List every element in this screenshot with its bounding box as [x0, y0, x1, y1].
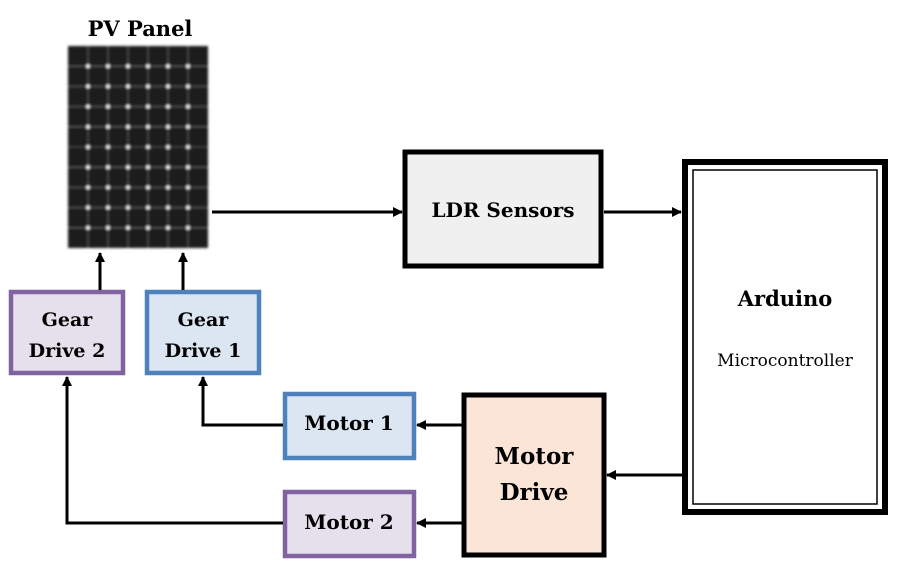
- arduino-title: Arduino: [737, 286, 833, 311]
- pv-cell-highlight: [166, 205, 170, 210]
- pv-cell-highlight: [166, 185, 170, 190]
- pv-cell-highlight: [86, 226, 90, 230]
- pv-cell-highlight: [186, 165, 190, 169]
- arduino-box-inner: [692, 169, 878, 505]
- motor-2-box: [282, 489, 417, 559]
- pv-cell-highlight: [146, 205, 150, 210]
- pv-cell-highlight: [126, 185, 130, 190]
- pv-cell-highlight: [146, 185, 150, 190]
- pv-cell-highlight: [126, 205, 130, 210]
- pv-cell-highlight: [106, 205, 110, 210]
- pv-cell-highlight: [106, 84, 110, 89]
- pv-cell-highlight: [126, 64, 130, 68]
- pv-cell-highlight: [106, 125, 110, 129]
- pv-cell-highlight: [106, 145, 110, 149]
- ldr-sensors-box: [402, 149, 604, 269]
- gear-drive-2-box: [8, 289, 126, 376]
- gear-drive-1-box: [144, 289, 262, 376]
- pv-cell-highlight: [86, 185, 90, 190]
- motor-2-label: Motor 2: [304, 510, 393, 534]
- pv-cell-highlight: [146, 125, 150, 129]
- ldr-sensors-label: LDR Sensors: [431, 198, 574, 222]
- pv-cell-highlight: [86, 104, 90, 109]
- pv-cell-highlight: [126, 84, 130, 89]
- pv-cell-highlight: [86, 205, 90, 210]
- pv-cell-highlight: [86, 64, 90, 68]
- pv-cell-highlight: [86, 84, 90, 89]
- pv-cell-highlight: [186, 185, 190, 190]
- pv-cell-highlight: [166, 104, 170, 109]
- pv-cell-highlight: [166, 84, 170, 89]
- pv-cell-highlight: [146, 84, 150, 89]
- pv-cell-highlight: [106, 104, 110, 109]
- gear-drive-2-label-line2: Drive 2: [29, 340, 106, 362]
- pv-cell-highlight: [126, 145, 130, 149]
- pv-cell-highlight: [186, 64, 190, 68]
- pv-cell-highlight: [126, 104, 130, 109]
- arrow-motor-1-to-gear-drive-1: [198, 376, 283, 427]
- motor-drive-box: [461, 392, 607, 558]
- connectors: [62, 207, 682, 528]
- gear-drive-1-label-line1: Gear: [178, 309, 230, 331]
- pv-cell-highlight: [146, 145, 150, 149]
- motor-1-label: Motor 1: [304, 411, 393, 435]
- motor-1-box: [282, 391, 417, 461]
- pv-cell-highlight: [146, 104, 150, 109]
- pv-cell-highlight: [106, 185, 110, 190]
- arduino-subtitle: Microcontroller: [717, 351, 854, 371]
- pv-cell-highlight: [126, 226, 130, 230]
- pv-cell-highlight: [106, 226, 110, 230]
- gear-drive-1-label-line2: Drive 1: [165, 340, 242, 362]
- pv-cell-highlight: [146, 64, 150, 68]
- arrow-motor-2-to-gear-drive-2: [62, 376, 283, 525]
- pv-cell-highlight: [86, 165, 90, 169]
- pv-cell-highlight: [186, 205, 190, 210]
- motor-drive-label-line2: Drive: [500, 479, 569, 506]
- pv-cell-highlight: [106, 165, 110, 169]
- pv-panel-cells: [68, 46, 208, 248]
- pv-cell-highlight: [126, 165, 130, 169]
- gear-drive-2-label-line1: Gear: [42, 309, 94, 331]
- motor-drive-label-line1: Motor: [495, 443, 575, 470]
- arduino-box-outer: [682, 159, 888, 515]
- pv-cell-highlight: [106, 64, 110, 68]
- pv-cell-highlight: [166, 125, 170, 129]
- pv-cell-highlight: [86, 125, 90, 129]
- pv-panel: [68, 46, 208, 248]
- pv-cell-highlight: [166, 145, 170, 149]
- pv-cell-highlight: [146, 226, 150, 230]
- pv-cell-highlight: [186, 226, 190, 230]
- pv-panel-title: PV Panel: [88, 16, 193, 41]
- pv-cell-highlight: [186, 145, 190, 149]
- pv-cell-highlight: [166, 64, 170, 68]
- pv-cell-highlight: [166, 226, 170, 230]
- pv-cell-highlight: [126, 125, 130, 129]
- pv-cell-highlight: [86, 145, 90, 149]
- pv-cell-highlight: [166, 165, 170, 169]
- pv-cell-highlight: [186, 125, 190, 129]
- pv-cell-highlight: [186, 104, 190, 109]
- pv-cell-highlight: [186, 84, 190, 89]
- pv-cell-highlight: [146, 165, 150, 169]
